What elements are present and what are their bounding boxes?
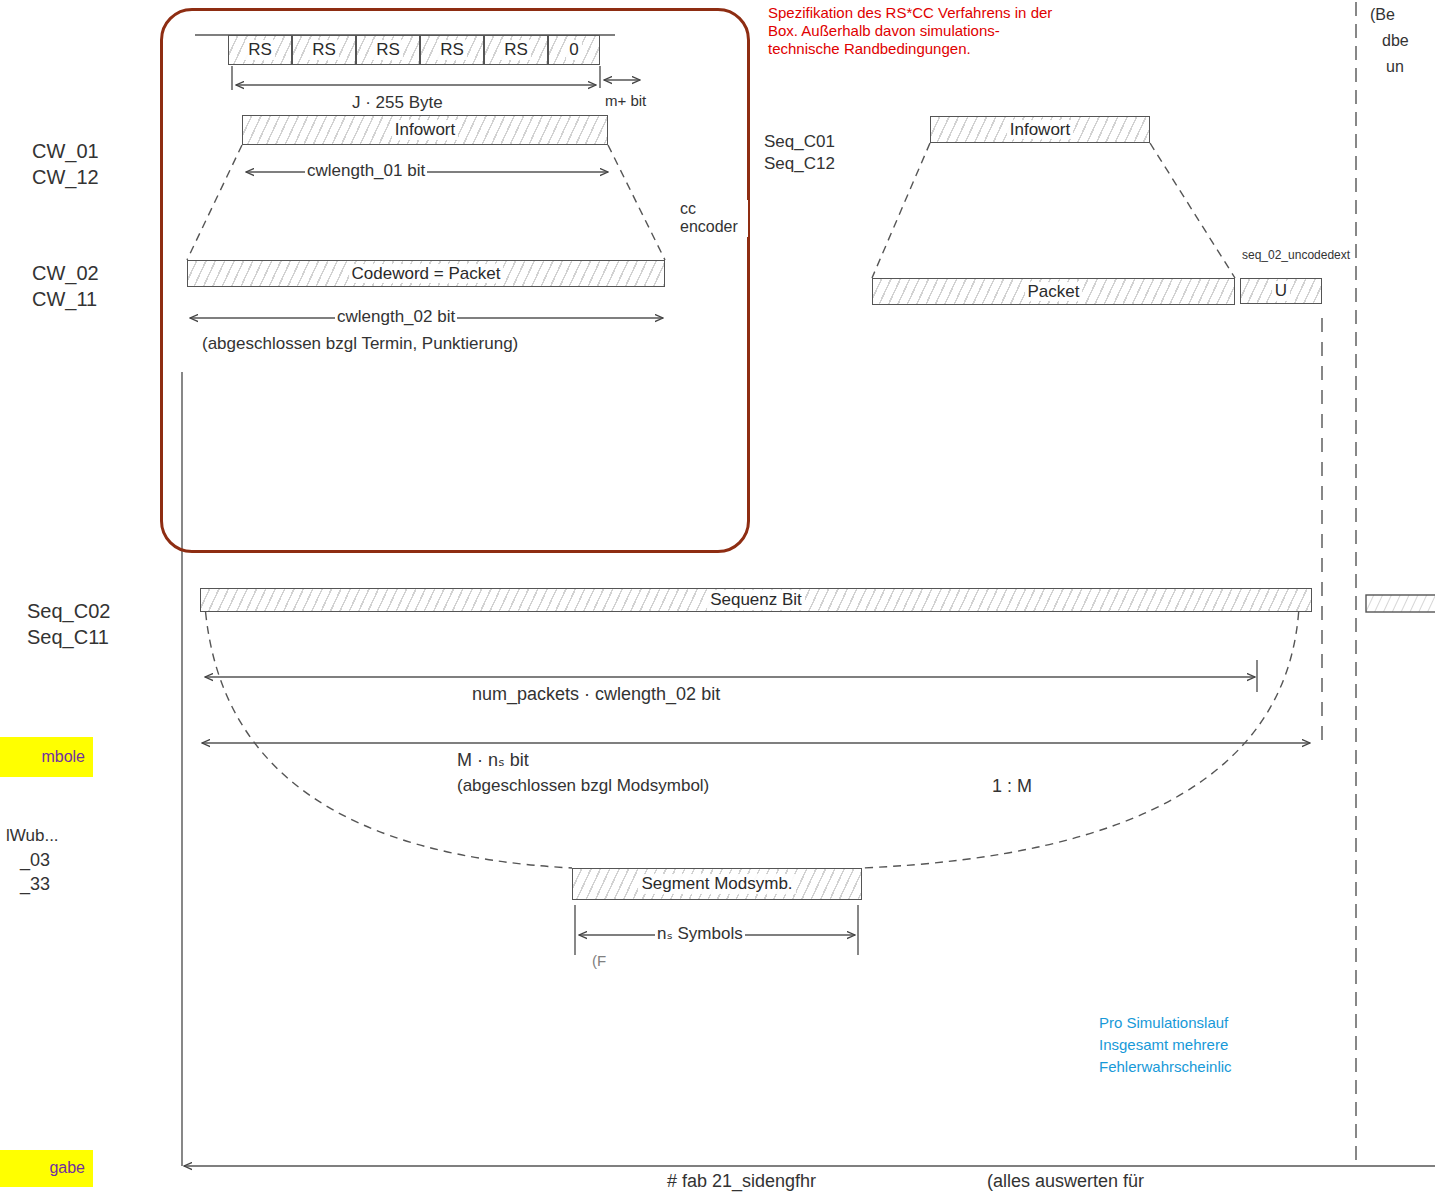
codeword-box: Codeword = Packet [187,260,665,287]
boundary-line [1321,318,1322,745]
note-text: (abgeschlossen bzgl Termin, Punktierung) [200,334,520,354]
segment-box: Segment Modsymb. [572,868,862,900]
dashed-connector [1150,143,1235,278]
node-text: Infowort [392,120,458,140]
cut-note: (F [590,952,608,969]
cut-note: dbe [1380,32,1411,50]
cut-note: lWub... [4,826,61,846]
cut-note: un [1384,58,1406,76]
dashed-connector [187,145,242,260]
dashed-connector [862,612,1299,868]
rs-cell: RS [292,35,356,65]
highlight-box: gabe [0,1150,93,1187]
dimension-label: m+ bit [603,92,648,109]
dimension-label: nₛ Symbols [655,924,745,944]
rs-cell: RS [356,35,420,65]
node-text: RS [309,40,339,60]
info-word-box: Infowort [930,116,1150,143]
variable-name: _33 [18,874,52,895]
dimension-tick [574,905,575,955]
connector-label: 1 : M [990,776,1034,797]
dimension-arrow [205,676,1255,677]
spec-note: Spezifikation des RS*CC Verfahrens in de… [768,4,1068,58]
variable-name: CW_12 [30,166,101,189]
connector-label: cc encoder [678,200,748,237]
dimension-tick [1256,660,1257,692]
dimension-tick [599,66,600,88]
node-text: RS [373,40,403,60]
dimension-tick [231,66,232,90]
blue-note: Fehlerwahrscheinlic [1097,1058,1234,1075]
node-text: Packet [1025,282,1083,302]
sequence-band: Sequenz Bit [200,588,1312,612]
dimension-label: cwlength_01 bit [305,161,427,181]
dimension-arrow [236,84,596,85]
node-text: RS [245,40,275,60]
highlight-box: mbole [0,737,93,777]
variable-name: CW_02 [30,262,101,285]
variable-name: Seq_C02 [25,600,112,623]
node-text: RS [437,40,467,60]
dimension-label: M · nₛ bit [455,750,531,771]
variable-name: seq_02_uncodedext [1240,249,1352,263]
dashed-connector [872,143,930,278]
dimension-label: # fab 21_sidengfhr [665,1171,818,1192]
info-word-box: Infowort [242,115,608,145]
node-text: gabe [49,1159,85,1177]
boundary-line [1355,2,1356,1168]
node-text: RS [501,40,531,60]
rs-cell: RS [484,35,548,65]
variable-name: CW_01 [30,140,101,163]
note-text: (abgeschlossen bzgl Modsymbol) [455,776,711,796]
variable-name: Seq_C11 [25,626,111,649]
packet-box: Packet [872,278,1235,305]
blue-note: Insgesamt mehrere [1097,1036,1230,1053]
variable-name: Seq_C01 [762,132,837,152]
dashed-connector [206,612,572,868]
node-text: Infowort [1007,120,1073,140]
node-text: Codeword = Packet [349,264,504,284]
cut-band [1366,595,1435,612]
dimension-arrow [184,1165,1435,1166]
variable-name: _03 [18,850,52,871]
dimension-arrow [604,79,640,80]
node-text: Sequenz Bit [707,590,805,610]
rs-cell: RS [420,35,484,65]
dimension-tick [857,905,858,955]
spec-box: Spezifikation des RS*CC Verfahrens in de… [160,8,750,553]
dimension-label: cwlength_02 bit [335,307,457,327]
dashed-connector [608,145,665,260]
node-text: Segment Modsymb. [638,874,795,894]
node-text: mbole [41,748,85,766]
node-text: 0 [566,40,581,60]
boundary-line [181,372,182,1166]
dimension-label: J · 255 Byte [350,93,445,113]
note-text: (alles auswerten für [985,1171,1146,1192]
node-text: U [1272,281,1290,301]
uncoded-box: U [1240,278,1322,304]
dimension-arrow [202,742,1310,743]
rs-cell: RS [228,35,292,65]
variable-name: CW_11 [30,288,99,311]
padding-cell: 0 [548,35,600,65]
dimension-label: num_packets · cwlength_02 bit [470,684,722,705]
blue-note: Pro Simulationslauf [1097,1014,1230,1031]
variable-name: Seq_C12 [762,154,837,174]
cut-note: (Be [1368,6,1397,24]
